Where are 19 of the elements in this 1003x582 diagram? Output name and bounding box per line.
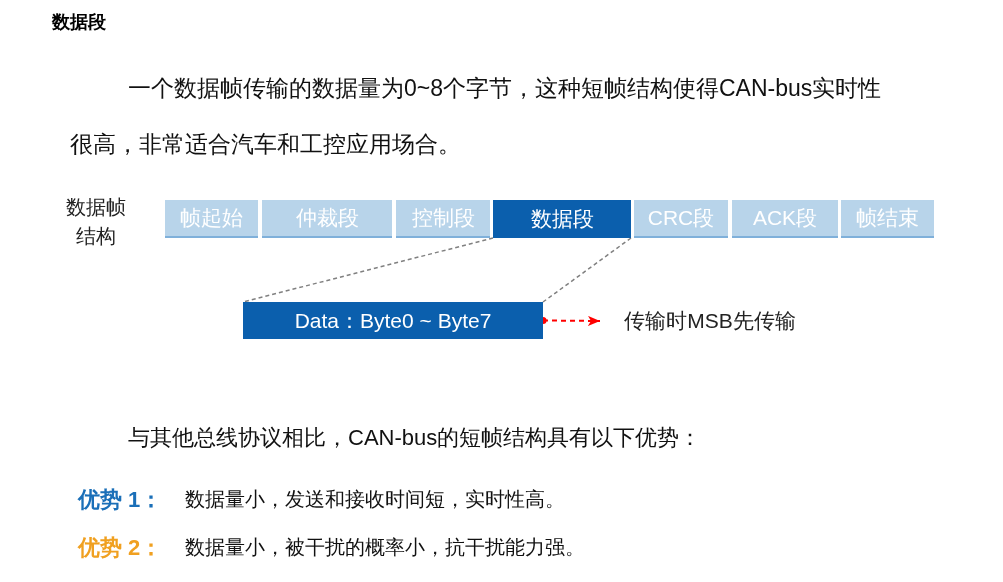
frame-segment: 数据段 <box>493 200 631 238</box>
title: 数据段 <box>52 10 106 34</box>
connector-line <box>542 237 632 303</box>
advantage-text: 数据量小，发送和接收时间短，实时性高。 <box>185 487 565 512</box>
frame-label: 数据帧结构 <box>65 195 127 249</box>
advantage-heading: 优势 2： <box>78 534 163 562</box>
advantage-text: 数据量小，被干扰的概率小，抗干扰能力强。 <box>185 535 585 560</box>
advantage-heading: 优势 1： <box>78 486 163 514</box>
data-bytes-box: Data：Byte0 ~ Byte7 <box>243 302 543 339</box>
note-text: 传输时MSB先传输 <box>600 304 820 338</box>
paragraph: 与其他总线协议相比，CAN-bus的短帧结构具有以下优势： <box>128 424 702 452</box>
paragraph: 一个数据帧传输的数据量为0~8个字节，这种短帧结构使得CAN-bus实时性很高，非常适合汽车和工控应用场合。 <box>70 74 883 159</box>
frame-segment: 帧结束 <box>841 200 934 238</box>
frame-segment: ACK段 <box>732 200 838 238</box>
frame-segment: 仲裁段 <box>262 200 392 238</box>
frame-segment: 控制段 <box>396 200 490 238</box>
frame-segment: 帧起始 <box>165 200 258 238</box>
frame-segment: CRC段 <box>634 200 728 238</box>
connector-line <box>242 237 494 303</box>
